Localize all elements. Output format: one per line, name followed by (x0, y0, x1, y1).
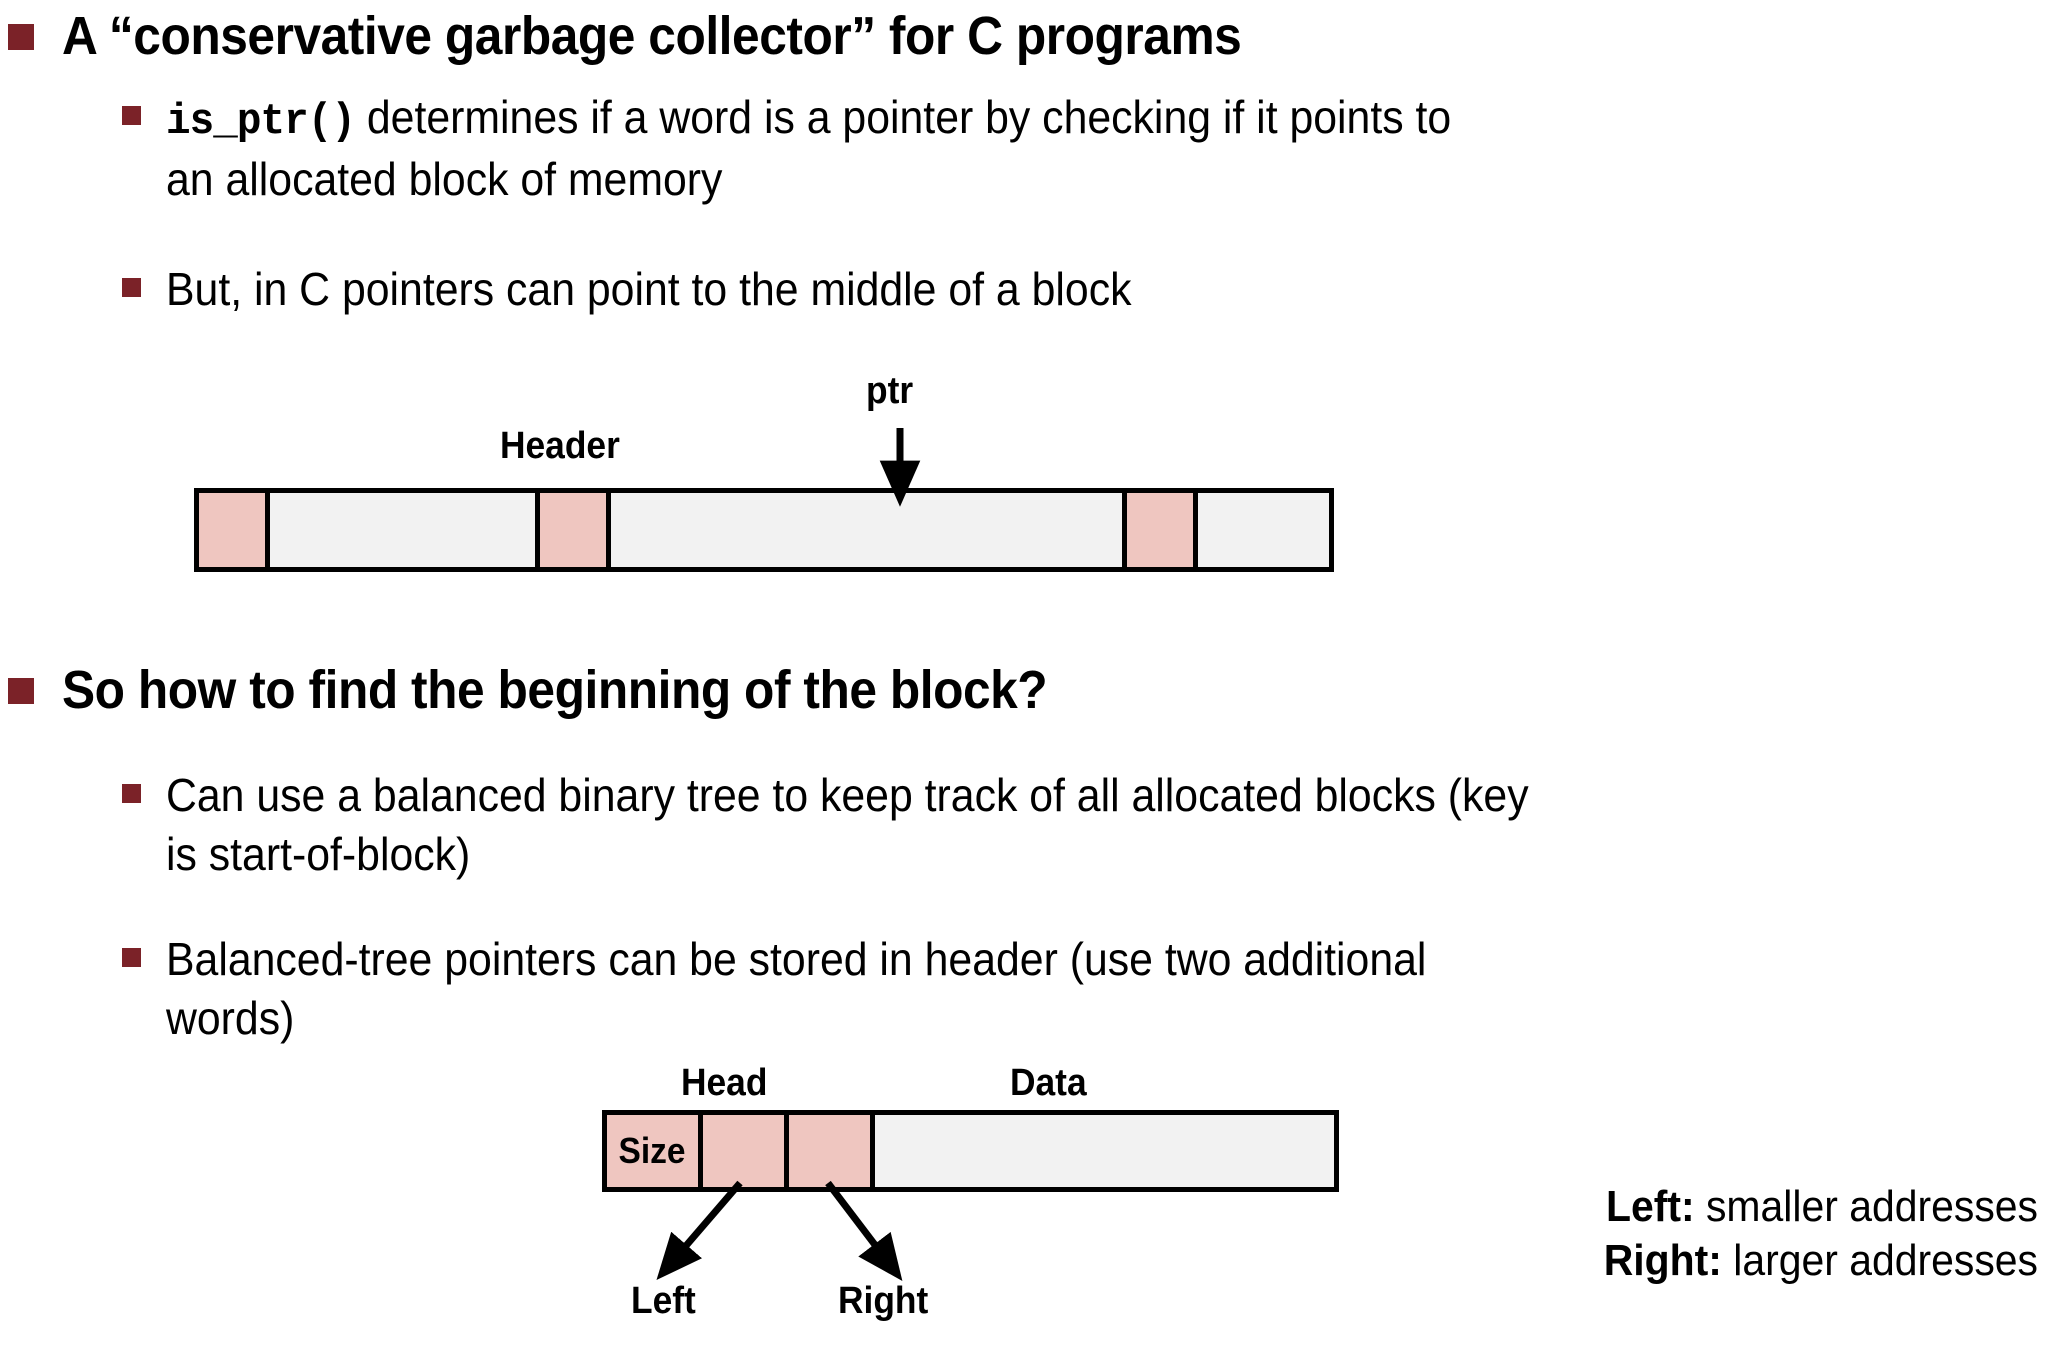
diagram-top-cell-2 (540, 493, 612, 567)
bullet-header-pointers-text: Balanced-tree pointers can be stored in … (166, 930, 1426, 1048)
diagram-bottom-memory-block: Size (602, 1110, 1339, 1192)
bullet-level2-middle-of-block: But, in C pointers can point to the midd… (122, 260, 2022, 319)
bullet-marker-square-icon (8, 678, 34, 704)
bullet-marker-square-icon (122, 106, 141, 125)
bullet-middle-of-block-text: But, in C pointers can point to the midd… (166, 263, 1132, 315)
legend-right-term: Right: (1603, 1235, 1722, 1285)
legend-address-order: Left: smaller addresses Right: larger ad… (1604, 1180, 2038, 1287)
bullet-level2-is-ptr: is_ptr() determines if a word is a point… (122, 88, 2022, 209)
bullet-level1-heading2: So how to find the beginning of the bloc… (8, 660, 1133, 720)
diagram-bottom-label-data: Data (1010, 1062, 1087, 1104)
diagram-top-cell-5 (1198, 493, 1330, 567)
bullet-marker-square-icon (122, 784, 141, 803)
bullet-balanced-tree-line2: is start-of-block) (166, 827, 471, 880)
bullet-is-ptr-rest: determines if a word is a pointer by che… (355, 91, 1452, 143)
bullet-level2-header-pointers: Balanced-tree pointers can be stored in … (122, 930, 2042, 1048)
legend-right-desc: larger addresses (1721, 1235, 2038, 1285)
bullet-header-pointers-line2: words) (166, 991, 295, 1044)
diagram-top-cell-3 (611, 493, 1127, 567)
legend-left-desc: smaller addresses (1694, 1182, 2038, 1231)
diagram-bottom-cell-right-ptr (789, 1115, 875, 1187)
bullet-level1-heading1: A “conservative garbage collector” for C… (8, 6, 1344, 66)
diagram-top-cell-4 (1126, 493, 1199, 567)
diagram-bottom-label-left: Left (631, 1280, 696, 1322)
diagram-bottom-cell-data (875, 1115, 1334, 1187)
diagram-top-cell-1 (270, 493, 541, 567)
diagram-bottom-cell-size: Size (607, 1115, 703, 1187)
bullet-balanced-tree-line1: Can use a balanced binary tree to keep t… (166, 769, 1529, 821)
diagram-top-memory-block (194, 488, 1334, 572)
right-pointer-arrow (825, 1180, 903, 1281)
heading1-text: A “conservative garbage collector” for C… (62, 6, 1242, 66)
heading2-text: So how to find the beginning of the bloc… (62, 660, 1048, 720)
diagram-bottom-cell-size-label: Size (618, 1130, 686, 1171)
bullet-is-ptr-text: is_ptr() determines if a word is a point… (166, 88, 1451, 209)
bullet-level2-balanced-tree: Can use a balanced binary tree to keep t… (122, 766, 2042, 884)
bullet-marker-square-icon (122, 278, 141, 297)
code-is-ptr: is_ptr() (166, 97, 356, 147)
legend-right-line: Right: larger addresses (1604, 1234, 2038, 1288)
diagram-top-label-ptr: ptr (866, 370, 914, 412)
diagram-bottom-label-head: Head (681, 1062, 768, 1104)
bullet-balanced-tree-text: Can use a balanced binary tree to keep t… (166, 766, 1529, 884)
bullet-header-pointers-line1: Balanced-tree pointers can be stored in … (166, 933, 1427, 985)
bullet-is-ptr-line2: an allocated block of memory (166, 153, 723, 206)
diagram-top-label-header: Header (500, 425, 620, 467)
diagram-bottom-cell-left-ptr (703, 1115, 789, 1187)
left-pointer-arrow (656, 1180, 743, 1281)
bullet-marker-square-icon (122, 948, 141, 967)
diagram-bottom-label-right: Right (838, 1280, 929, 1322)
bullet-marker-square-icon (8, 24, 34, 50)
legend-left-line: Left: smaller addresses (1604, 1180, 2038, 1234)
diagram-top-cell-0 (199, 493, 271, 567)
legend-left-term: Left: (1605, 1182, 1695, 1231)
